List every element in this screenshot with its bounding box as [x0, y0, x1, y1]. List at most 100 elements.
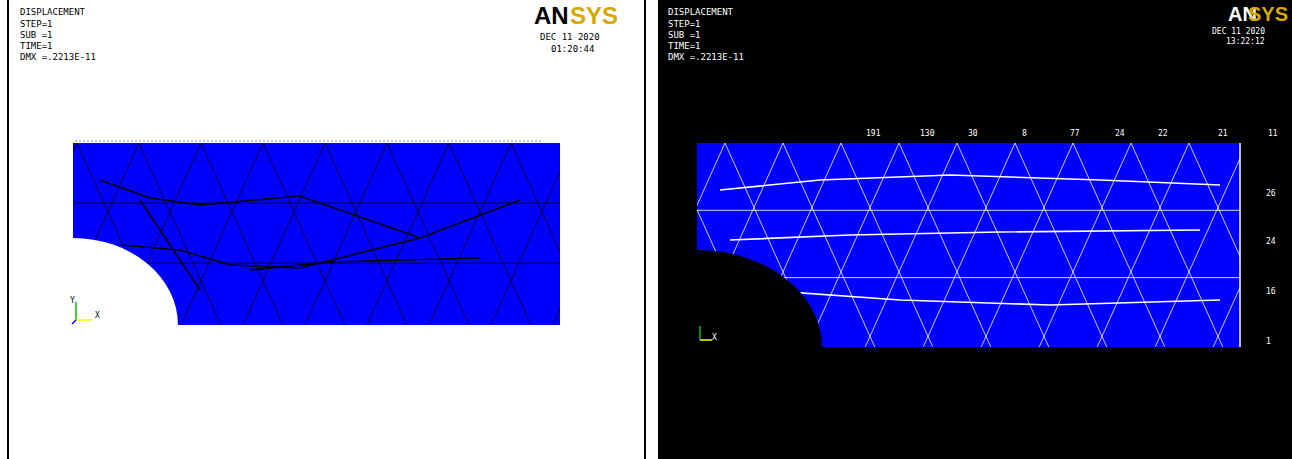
mesh-line — [511, 143, 593, 325]
mesh-line — [841, 143, 933, 347]
mesh-line — [553, 143, 635, 325]
mesh-line — [1073, 143, 1165, 347]
mesh-line — [139, 143, 221, 325]
node-number: 24 — [1266, 238, 1276, 246]
logo-text: SYS — [1248, 4, 1288, 24]
mesh-line — [807, 143, 899, 347]
logo-text: SYS — [570, 4, 618, 28]
mesh-line — [725, 143, 817, 347]
node-number: 191 — [866, 130, 880, 138]
mesh-line — [459, 143, 551, 347]
mesh-line — [0, 143, 15, 325]
plot-annotation: DISPLACEMENT — [20, 8, 85, 17]
frame-line — [7, 0, 9, 459]
deformation-trace — [120, 238, 420, 268]
plot-annotation: 01:20:44 — [551, 45, 594, 54]
plot-annotation: SUB =1 — [20, 31, 53, 40]
node-number: 24 — [1115, 130, 1125, 138]
mesh-line — [517, 143, 609, 347]
mesh-line — [783, 143, 875, 347]
mesh-line — [181, 143, 263, 325]
axis-label: X — [95, 312, 100, 320]
mesh-line — [865, 143, 957, 347]
node-number: 22 — [1158, 130, 1168, 138]
deformation-trace — [720, 175, 1220, 190]
mesh-line — [923, 143, 1015, 347]
mesh-line — [1213, 143, 1292, 347]
node-number: 8 — [1022, 130, 1027, 138]
node-number: 11 — [1268, 130, 1278, 138]
mesh-line — [1015, 143, 1107, 347]
mesh-line — [73, 203, 560, 204]
mesh-line — [243, 143, 325, 325]
deformation-trace — [100, 180, 520, 238]
plot-annotation: STEP=1 — [668, 20, 701, 29]
mesh-line — [667, 143, 759, 347]
mesh-right — [401, 143, 1292, 347]
plot-annotation: DEC 11 2020 — [1212, 28, 1265, 36]
mesh-line — [263, 143, 345, 325]
mesh-line — [551, 143, 643, 347]
mesh-line — [697, 210, 1240, 211]
node-number: 1 — [1266, 338, 1271, 346]
mesh-line — [493, 143, 585, 347]
boundary-line — [1239, 143, 1241, 347]
mesh-line — [387, 143, 469, 325]
mesh-line — [1131, 143, 1223, 347]
mesh-line — [749, 143, 841, 347]
mesh-line — [697, 277, 1240, 278]
mesh-line — [77, 143, 159, 325]
mesh-line — [981, 143, 1073, 347]
mesh-line — [1247, 143, 1292, 347]
plot-annotation: DMX =.2213E-11 — [668, 53, 744, 62]
mesh-line — [633, 143, 725, 347]
plate-left — [73, 143, 560, 325]
mesh-line — [429, 143, 511, 325]
plot-annotation: STEP=1 — [20, 20, 53, 29]
left-viewport — [0, 0, 646, 459]
deformation-trace — [730, 230, 1200, 240]
mesh-line — [957, 143, 1049, 347]
axis-triad — [72, 302, 712, 340]
mesh-line — [491, 143, 573, 325]
node-number: 21 — [1218, 130, 1228, 138]
mesh-line — [615, 143, 697, 325]
plot-annotation: TIME=1 — [20, 42, 53, 51]
deformation-trace — [140, 200, 200, 290]
plot-annotation: DISPLACEMENT — [668, 8, 733, 17]
mesh-line — [401, 143, 493, 347]
logo-text: AN — [534, 4, 569, 28]
plot-annotation: SUB =1 — [668, 31, 701, 40]
mesh-line — [449, 143, 531, 325]
node-number: 26 — [1266, 190, 1276, 198]
plot-annotation: DEC 11 2020 — [540, 33, 600, 42]
deformation-trace — [250, 258, 480, 270]
node-number: 130 — [920, 130, 934, 138]
node-number: 77 — [1070, 130, 1080, 138]
mesh-line — [201, 143, 283, 325]
node-number: 16 — [1266, 288, 1276, 296]
mesh-line — [15, 143, 97, 325]
plot-annotation: 13:22:12 — [1226, 38, 1265, 46]
mesh-line — [691, 143, 783, 347]
deformation-trace — [760, 290, 1220, 305]
mesh-line — [0, 143, 35, 325]
mesh-line — [575, 143, 667, 347]
frame-line — [644, 0, 646, 459]
mesh-line — [573, 143, 655, 325]
plot-annotation: DMX =.2213E-11 — [20, 53, 96, 62]
mesh-line — [57, 143, 139, 325]
mesh-line — [899, 143, 991, 347]
axis-label: Y — [70, 297, 75, 305]
axis-label: X — [712, 334, 717, 342]
mesh-left — [0, 143, 779, 325]
mesh-line — [1039, 143, 1131, 347]
right-viewport — [658, 0, 1292, 459]
mesh-line — [119, 143, 201, 325]
mesh-line — [305, 143, 387, 325]
mesh-line — [609, 143, 701, 347]
mesh-line — [1155, 143, 1247, 347]
plot-annotation: TIME=1 — [668, 42, 701, 51]
mesh-line — [1189, 143, 1281, 347]
